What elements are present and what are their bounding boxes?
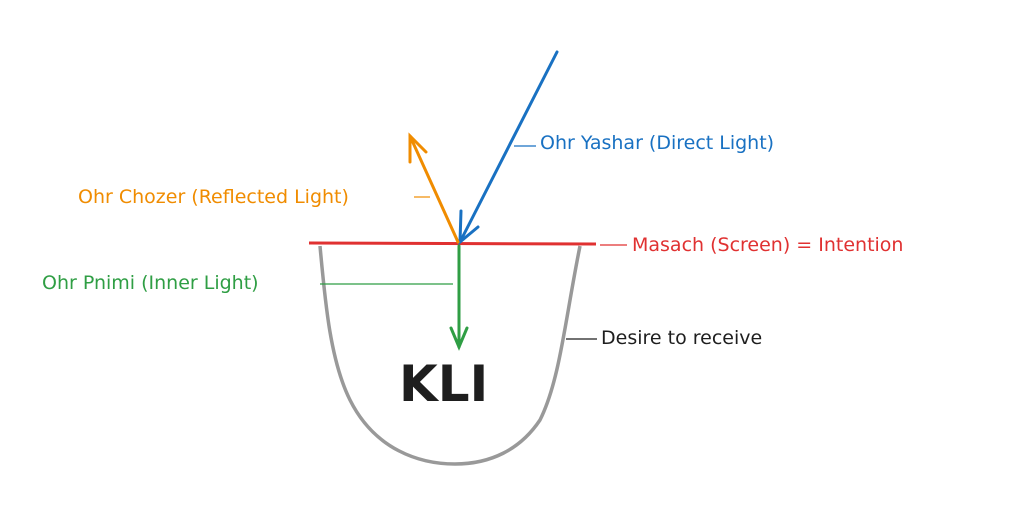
desire-label: Desire to receive (601, 327, 763, 349)
reflected-light-label: Ohr Chozer (Reflected Light) (78, 186, 349, 208)
masach-screen-line (308, 241, 597, 246)
inner-light-arrow (449, 244, 469, 351)
vessel-outline (318, 245, 582, 466)
direct-light-label: Ohr Yashar (Direct Light) (540, 132, 775, 154)
inner-light-label: Ohr Pnimi (Inner Light) (42, 272, 259, 294)
reflected-light-arrow (408, 132, 460, 244)
kli-label: KLI (399, 355, 489, 413)
masach-label: Masach (Screen) = Intention (632, 234, 904, 256)
direct-light-arrow (458, 50, 559, 246)
